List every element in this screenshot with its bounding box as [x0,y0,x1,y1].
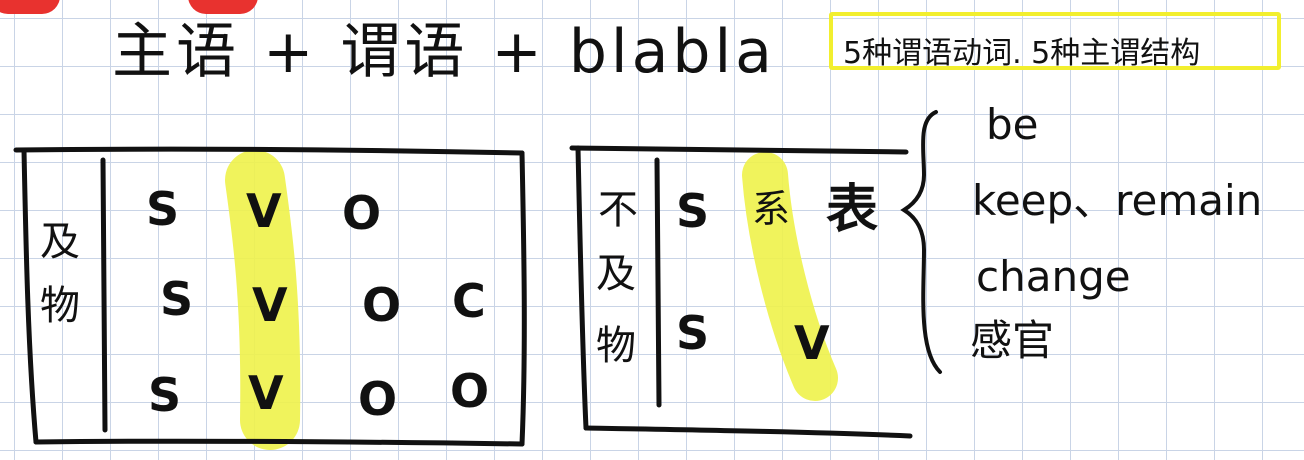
table-cell: S [148,368,182,422]
table-cell: O [450,364,490,418]
table-cell: V [248,366,284,420]
callout-text: 5种谓语动词. 5种主谓结构 [843,36,1201,71]
highlight-stroke-linking [742,152,838,401]
highlight-stroke-verbs [225,150,301,450]
table-cell: O [362,278,402,332]
verb-list-item: change [976,252,1131,301]
table-cell: S [676,184,710,238]
verb-list-item: keep、remain [972,176,1263,225]
table-cell: C [452,274,486,328]
table-cell: S [146,182,180,236]
intransitive-side-label-2: 及 [596,251,636,297]
transitive-side-label-2: 物 [40,283,80,329]
verb-list-item: 感官 [970,316,1055,365]
table-cell: V [246,184,282,238]
table-cell: 表 [826,180,879,240]
table-cell: V [252,278,288,332]
curly-brace [900,110,942,374]
page-title: 主语 + 谓语 + blabla [112,17,776,87]
table-cell: 系 [752,187,791,231]
transitive-table-frame [13,146,527,447]
callout-box: 5种谓语动词. 5种主谓结构 [829,12,1281,71]
table-cell: S [676,306,710,360]
intransitive-side-label-1: 不 [598,187,638,233]
top-red-mark-left [0,0,60,14]
intransitive-side-label-3: 物 [596,323,636,369]
transitive-side-label-1: 及 [40,219,80,265]
table-cell: S [160,272,194,326]
table-cell: O [342,186,382,240]
table-cell: O [358,372,398,426]
verb-list-item: be [986,100,1039,149]
top-red-mark-right [188,0,258,14]
intransitive-table-frame [569,145,913,439]
table-cell: V [794,316,830,370]
